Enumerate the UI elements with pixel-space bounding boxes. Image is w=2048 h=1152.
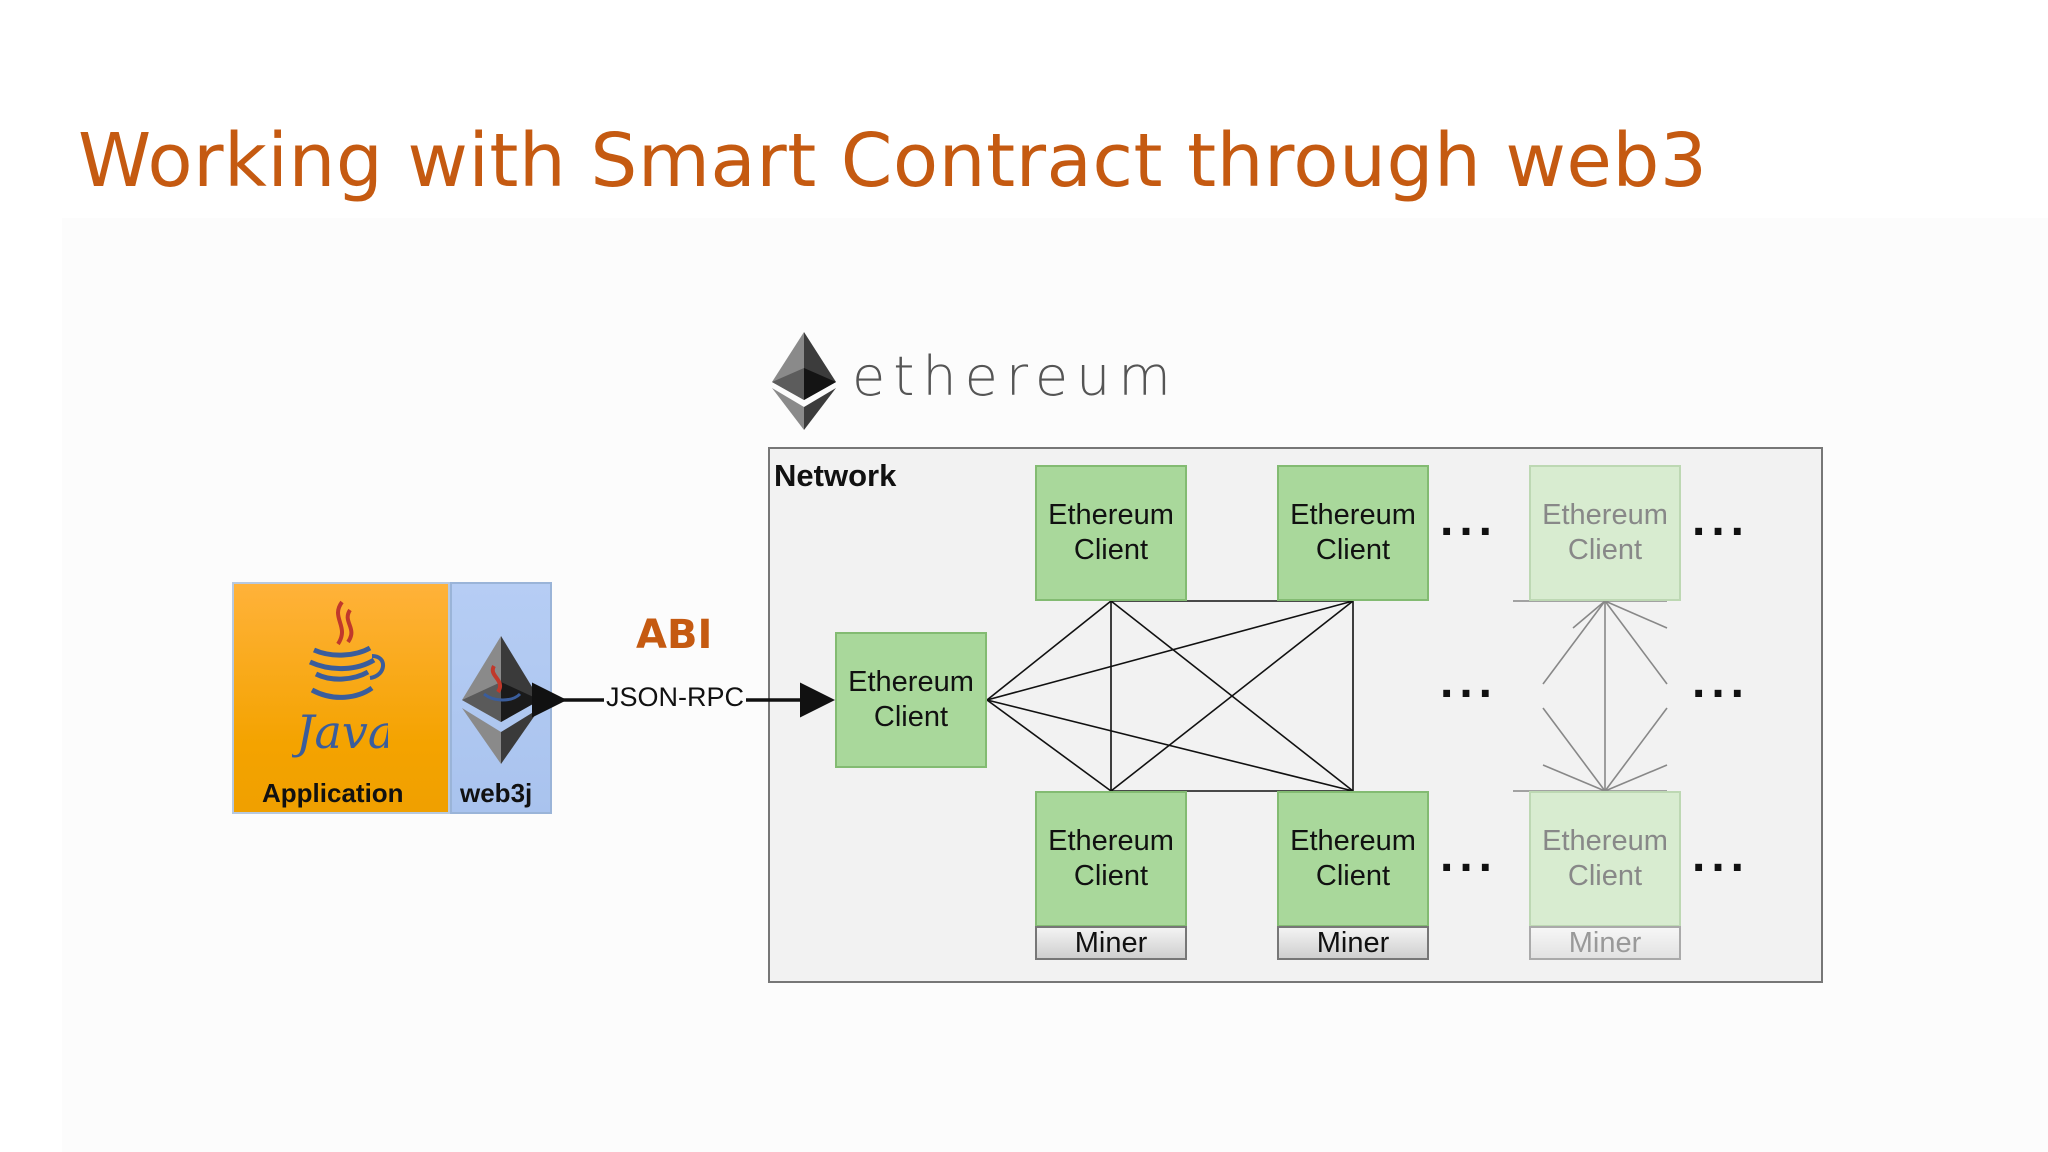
miner-label-1: Miner: [1035, 926, 1187, 960]
ellipsis-bottom-2: ...: [1692, 829, 1751, 882]
slide-title: Working with Smart Contract through web3: [78, 118, 1708, 204]
web3j-label: web3j: [460, 778, 533, 808]
ellipsis-top-2: ...: [1692, 493, 1751, 546]
ellipsis-middle-2: ...: [1692, 655, 1751, 708]
mesh-lines: [986, 600, 1354, 792]
application-label: Application: [262, 778, 404, 808]
web3j-ethereum-icon: [462, 636, 540, 764]
json-rpc-label: JSON-RPC: [604, 682, 747, 713]
java-logo-text: Java: [292, 705, 388, 759]
ethereum-diamond-icon: [772, 332, 836, 430]
ethereum-wordmark: ethereum: [852, 345, 1179, 408]
java-coffee-cup-icon: Java: [292, 600, 388, 759]
ellipsis-top-1: ...: [1440, 493, 1499, 546]
ellipsis-bottom-1: ...: [1440, 829, 1499, 882]
network-label: Network: [774, 458, 897, 493]
ellipsis-middle-1: ...: [1440, 655, 1499, 708]
faded-mesh-lines: [1513, 600, 1668, 792]
miner-label-2: Miner: [1277, 926, 1429, 960]
abi-label: ABI: [636, 612, 713, 658]
miner-label-faded: Miner: [1529, 926, 1681, 960]
